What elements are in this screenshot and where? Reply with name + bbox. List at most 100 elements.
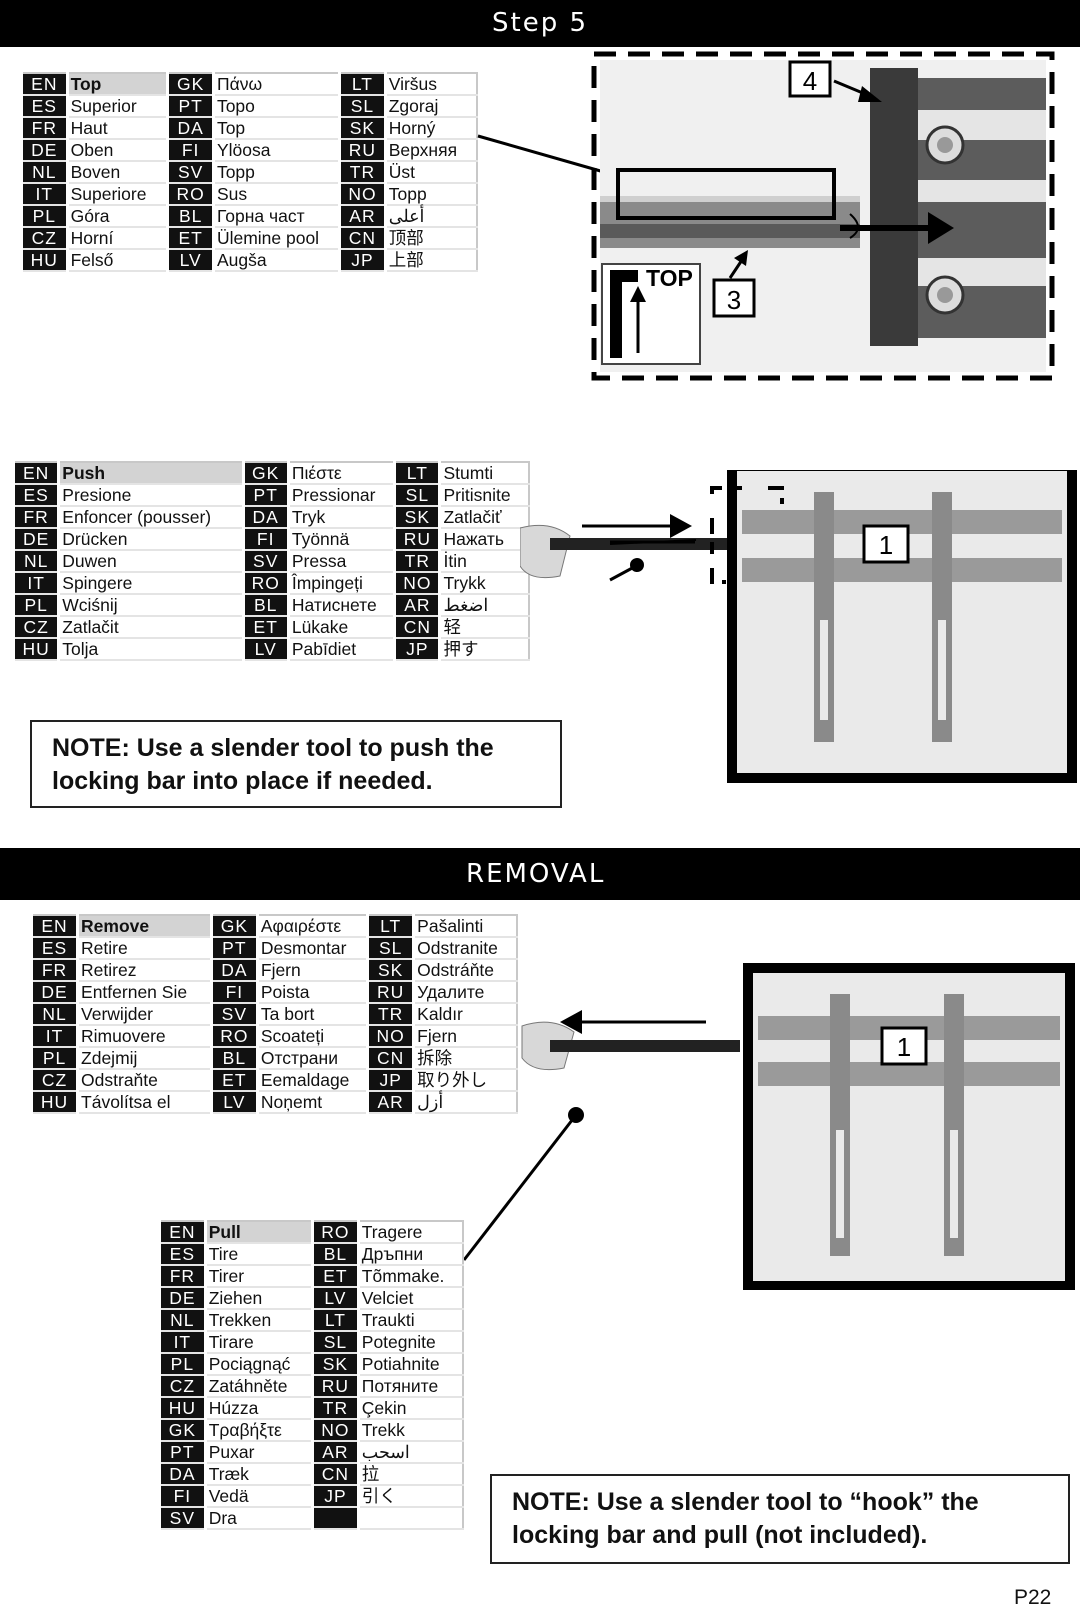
language-code: SL bbox=[338, 95, 387, 118]
translation-text: Zatlačit bbox=[58, 616, 244, 639]
language-code: SL bbox=[311, 1331, 360, 1354]
translation-text: Pressionar bbox=[288, 484, 395, 507]
bracket-top-illustration: 4 3 TOP bbox=[477, 51, 1055, 381]
language-code: FR bbox=[20, 117, 69, 140]
language-code: GK bbox=[241, 462, 290, 485]
translation-text: 取り外し bbox=[413, 1069, 517, 1092]
translation-text: Superior bbox=[67, 95, 168, 118]
language-code: ET bbox=[311, 1265, 360, 1288]
translation-text: Trykk bbox=[439, 572, 529, 595]
translation-text: Удалите bbox=[413, 981, 517, 1004]
language-code: RO bbox=[311, 1221, 360, 1244]
language-code: LT bbox=[393, 462, 442, 485]
language-code: FI bbox=[209, 981, 259, 1004]
language-code: NO bbox=[393, 572, 442, 595]
translation-text: 轻 bbox=[439, 616, 529, 639]
language-code: LV bbox=[311, 1287, 360, 1310]
language-code: SL bbox=[366, 937, 416, 960]
translation-text: Sus bbox=[213, 183, 340, 206]
photo-frame bbox=[743, 963, 1075, 1290]
translation-text: أعلى bbox=[385, 205, 477, 228]
language-code: SL bbox=[393, 484, 442, 507]
translation-text: Enfoncer (pousser) bbox=[58, 506, 244, 529]
hand bbox=[521, 1021, 575, 1071]
highlight-box bbox=[616, 168, 836, 220]
language-code: JP bbox=[311, 1485, 360, 1508]
language-code: FR bbox=[11, 506, 61, 529]
language-code: CN bbox=[311, 1463, 360, 1486]
language-code: PL bbox=[158, 1353, 207, 1376]
language-code: SK bbox=[366, 959, 416, 982]
translation-text: Odstranite bbox=[413, 937, 517, 960]
translation-text: 拉 bbox=[358, 1463, 463, 1486]
language-code: PL bbox=[11, 594, 61, 617]
removal-title: REMOVAL bbox=[466, 859, 606, 889]
translation-text: Topp bbox=[385, 183, 477, 206]
language-code: RO bbox=[241, 572, 290, 595]
translation-text: Fjern bbox=[257, 959, 368, 982]
translation-text: Augša bbox=[213, 249, 340, 272]
language-code: PL bbox=[29, 1047, 80, 1070]
translation-text: Potegnite bbox=[358, 1331, 463, 1354]
language-code: HU bbox=[11, 638, 61, 661]
translation-text: Oben bbox=[67, 139, 168, 162]
language-code: PT bbox=[241, 484, 290, 507]
translation-text: Tryk bbox=[288, 506, 395, 529]
removal-illustration: 1 bbox=[521, 963, 1075, 1290]
language-code: ET bbox=[166, 227, 215, 250]
language-code: ET bbox=[241, 616, 290, 639]
translation-text: İtin bbox=[439, 550, 529, 573]
language-code: EN bbox=[158, 1221, 207, 1244]
step5-banner: Step 5 bbox=[0, 0, 1080, 47]
translation-text: Ylöosa bbox=[213, 139, 340, 162]
translation-text: Потяните bbox=[358, 1375, 463, 1398]
pull-note-text: NOTE: Use a slender tool to “hook” the l… bbox=[512, 1488, 979, 1549]
language-code: HU bbox=[20, 249, 69, 272]
language-code: IT bbox=[29, 1025, 80, 1048]
translation-text: Retire bbox=[77, 937, 212, 960]
push-note-text: NOTE: Use a slender tool to push the loc… bbox=[52, 734, 494, 795]
language-code: TR bbox=[338, 161, 387, 184]
language-code: GK bbox=[166, 73, 215, 96]
translation-text: Entfernen Sie bbox=[77, 981, 212, 1004]
callout-1 bbox=[862, 524, 910, 564]
language-code: LT bbox=[338, 73, 387, 96]
translation-text: Horný bbox=[385, 117, 477, 140]
translation-text: Rimuovere bbox=[77, 1025, 212, 1048]
language-code: SV bbox=[166, 161, 215, 184]
language-code: FR bbox=[158, 1265, 207, 1288]
language-code: ES bbox=[158, 1243, 207, 1266]
translation-text: Wciśnij bbox=[58, 594, 244, 617]
language-code: CZ bbox=[29, 1069, 80, 1092]
language-code: RU bbox=[338, 139, 387, 162]
language-code bbox=[311, 1507, 360, 1530]
translation-text: Távolítsa el bbox=[77, 1091, 212, 1114]
translation-text: Træk bbox=[205, 1463, 313, 1486]
translation-text: Горна част bbox=[213, 205, 340, 228]
translation-text: Kaldır bbox=[413, 1003, 517, 1026]
dashed-frame bbox=[591, 51, 1055, 381]
translation-text: Push bbox=[58, 462, 244, 485]
translation-text: Çekin bbox=[358, 1397, 463, 1420]
translation-text: Felső bbox=[67, 249, 168, 272]
translation-text: Отстрани bbox=[257, 1047, 368, 1070]
language-code: AR bbox=[338, 205, 387, 228]
translation-text: 引く bbox=[358, 1485, 463, 1508]
language-code: NO bbox=[311, 1419, 360, 1442]
language-code: RU bbox=[366, 981, 416, 1004]
language-code: SK bbox=[338, 117, 387, 140]
translation-text: Tolja bbox=[58, 638, 244, 661]
language-code: GK bbox=[158, 1419, 207, 1442]
